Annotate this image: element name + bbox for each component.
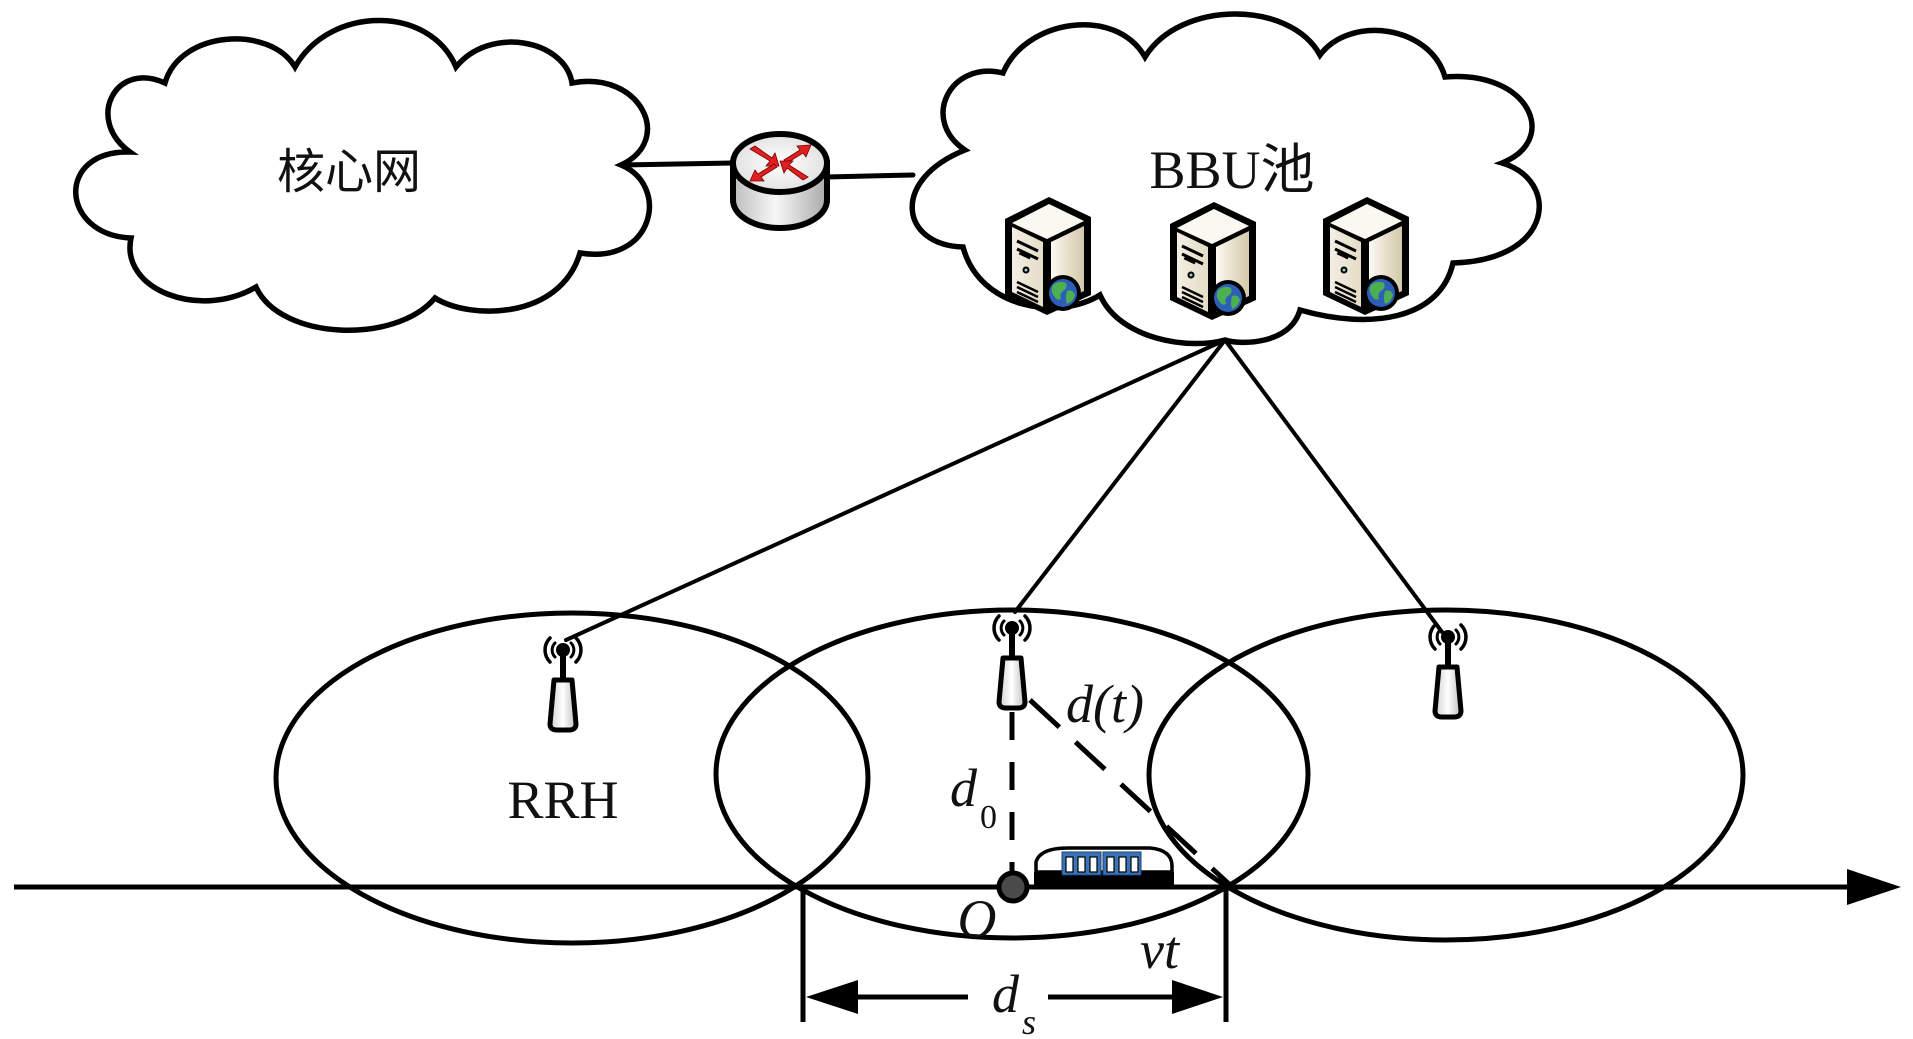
ds-arrowhead-left <box>806 980 858 1014</box>
ds-label: d s <box>992 964 1036 1039</box>
cell-coverage-right <box>1146 607 1746 943</box>
origin-label: O <box>958 889 997 949</box>
antenna-icon <box>994 616 1030 708</box>
globe-icon <box>1210 280 1246 316</box>
cell-coverage-middle <box>713 607 1311 941</box>
fronthaul-link-middle <box>1013 338 1227 614</box>
router-to-bbu-link <box>823 172 916 180</box>
server-1 <box>1003 195 1093 317</box>
vt-label: vt <box>1140 920 1181 980</box>
rrh-label: RRH <box>507 770 618 830</box>
core-to-router-link <box>618 160 736 168</box>
axis-arrowhead <box>1847 869 1901 905</box>
bbu-pool-label: BBU池 <box>1149 140 1314 200</box>
bbu-pool-cloud: BBU池 <box>909 11 1542 347</box>
d0-label: d 0 <box>950 758 997 836</box>
cloud-icon <box>73 17 653 333</box>
ds-label-sub: s <box>1022 1002 1036 1039</box>
train-windows <box>1061 851 1142 876</box>
router-icon <box>730 131 830 231</box>
router-arrows <box>749 144 812 182</box>
core-network-label: 核心网 <box>277 144 421 200</box>
dt-label: d(t) <box>1066 674 1144 734</box>
server-3 <box>1321 195 1411 317</box>
globe-icon <box>1363 275 1399 311</box>
d0-label-main: d <box>950 758 978 818</box>
globe-icon <box>1045 275 1081 311</box>
d0-label-sub: 0 <box>980 799 997 836</box>
fronthaul-link-left <box>564 338 1227 642</box>
antenna-icon <box>545 638 581 730</box>
ds-arrowhead-right <box>1172 980 1223 1014</box>
origin-point <box>996 870 1030 904</box>
train-icon <box>1034 846 1174 886</box>
dt-dashed-line <box>1028 698 1232 887</box>
server-2 <box>1168 200 1258 322</box>
antenna-icon <box>1430 625 1466 717</box>
core-network-cloud: 核心网 <box>73 17 653 333</box>
ds-label-main: d <box>992 964 1020 1024</box>
cell-coverage-left <box>273 610 871 946</box>
fronthaul-link-right <box>1223 338 1444 634</box>
